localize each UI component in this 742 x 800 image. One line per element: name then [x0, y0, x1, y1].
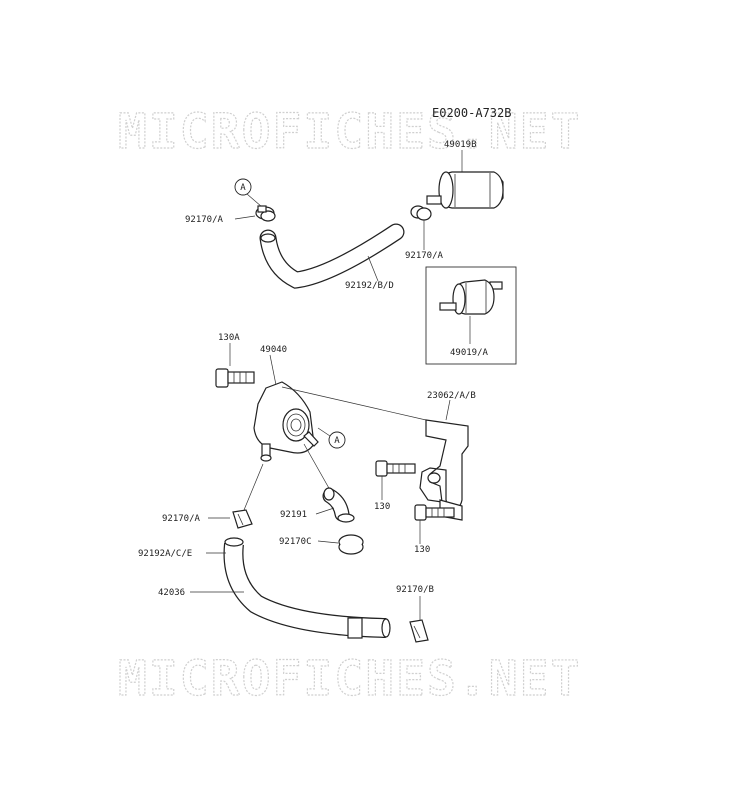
label-49019b: 49019B [444, 140, 477, 150]
label-92170c: 92170C [279, 537, 312, 547]
label-49019a: 49019/A [450, 348, 489, 358]
ref-circle-a-top: A [234, 178, 252, 196]
label-42036: 42036 [158, 588, 185, 598]
ref-circle-a-pump: A [328, 431, 346, 449]
watermark-bottom: MICROFICHES.NET [118, 651, 581, 707]
diagram-code: E0200-A732B [432, 106, 511, 120]
clamp-92170b [409, 596, 429, 643]
label-130a: 130A [218, 333, 240, 343]
elbow-92191 [303, 443, 355, 523]
label-92192ace: 92192A/C/E [138, 549, 192, 559]
svg-text:A: A [240, 183, 246, 193]
fuel-filter-49019b [426, 150, 504, 209]
label-130-upper: 130 [374, 502, 390, 512]
bracket-23062ab [419, 399, 469, 521]
label-23062ab: 23062/A/B [427, 391, 476, 401]
label-92192bd: 92192/B/D [345, 281, 394, 291]
label-92191: 92191 [280, 510, 307, 520]
bolt-130-lower [414, 504, 455, 544]
clamp-92170a-right [410, 205, 432, 250]
clamp-92170c [317, 534, 364, 555]
leader-line-pump-bracket [281, 386, 427, 421]
fuel-filter-49019a-box [425, 266, 517, 365]
watermark-top: MICROFICHES.NET [118, 104, 581, 160]
bolt-130-upper [375, 460, 416, 500]
label-92170a-lower: 92170/A [162, 514, 201, 524]
svg-text:A: A [334, 436, 340, 446]
label-49040: 49040 [260, 345, 287, 355]
clamp-92170a-lower [208, 463, 264, 529]
label-130-lower: 130 [414, 545, 430, 555]
clamp-92170a-left [234, 193, 276, 222]
label-92170a-right: 92170/A [405, 251, 444, 261]
bolt-130a [215, 343, 255, 388]
hose-92192bd [259, 223, 405, 289]
label-92170a-left: 92170/A [185, 215, 224, 225]
label-92170b: 92170/B [396, 585, 434, 595]
fuel-pump-49040 [253, 354, 331, 462]
hose-42036 [190, 537, 391, 639]
